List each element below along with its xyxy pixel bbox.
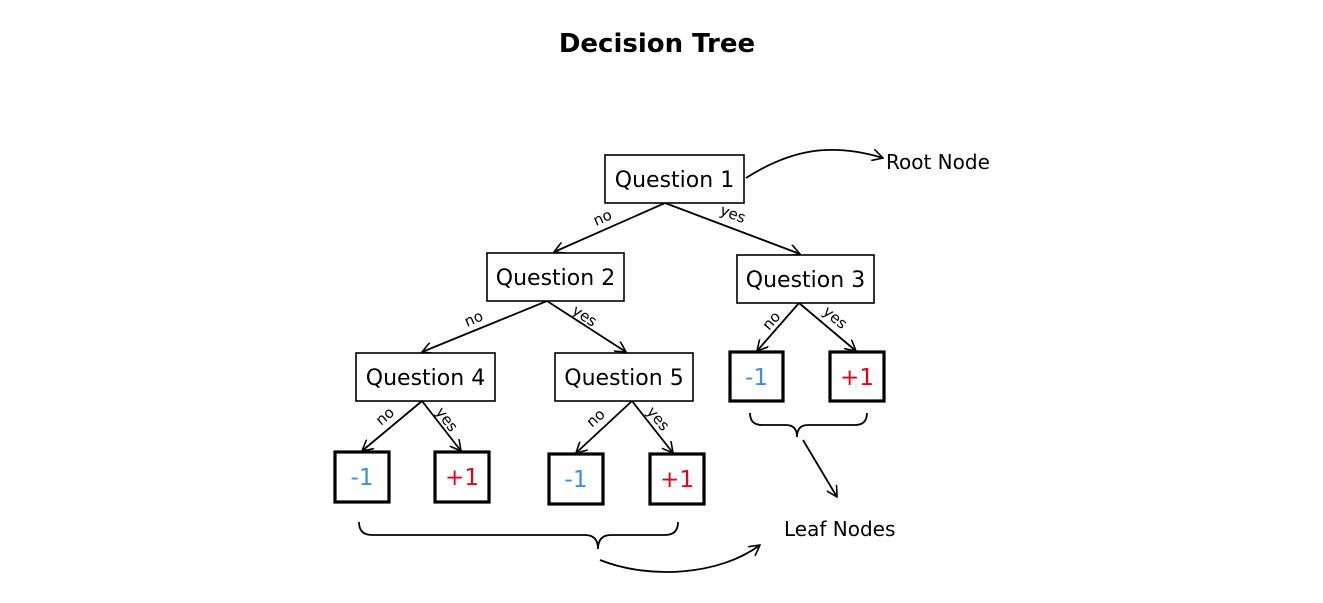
- question-node-2: Question 2: [486, 252, 625, 302]
- question-node-4: Question 4: [355, 352, 496, 402]
- leaf-value: +1: [840, 365, 874, 391]
- leaf-value: -1: [745, 365, 768, 391]
- edge-q5-leaf-pos: [631, 400, 673, 453]
- leaf-node-positive: +1: [648, 452, 706, 506]
- edge-q4-leaf-pos: [421, 400, 461, 451]
- edge-label-yes: yes: [643, 403, 674, 435]
- edge-q2-q5: [546, 300, 626, 352]
- leaf-nodes-label: Leaf Nodes: [784, 517, 895, 541]
- leaf-node-negative: -1: [728, 350, 785, 403]
- edge-label-yes: yes: [718, 201, 749, 227]
- edge-q1-q2: [554, 202, 666, 252]
- root-annotation-arrow: [745, 149, 883, 179]
- question-node-label: Question 1: [615, 168, 734, 193]
- edge-q1-q3: [664, 202, 800, 254]
- leaf-node-negative: -1: [547, 452, 605, 506]
- edge-q4-leaf-neg: [362, 400, 423, 451]
- question-node-label: Question 2: [496, 266, 615, 291]
- question-node-label: Question 3: [746, 268, 865, 293]
- edge-label-no: no: [462, 307, 486, 331]
- edge-label-no: no: [758, 308, 784, 334]
- leaf-node-positive: +1: [433, 450, 491, 504]
- question-node-label: Question 5: [564, 366, 683, 391]
- edge-q3-leaf-neg: [757, 302, 800, 351]
- brace-small: [749, 412, 868, 438]
- edge-q3-leaf-pos: [798, 302, 856, 351]
- root-node-label: Root Node: [886, 150, 990, 174]
- question-node-label: Question 4: [366, 366, 485, 391]
- leaf-annotation-arrow: [599, 545, 760, 573]
- diagram-title: Decision Tree: [559, 29, 755, 59]
- leaf-node-positive: +1: [828, 350, 886, 403]
- edge-label-yes: yes: [819, 302, 851, 333]
- question-node-3: Question 3: [736, 254, 875, 304]
- leaf-value: +1: [660, 467, 694, 493]
- question-node-5: Question 5: [554, 352, 694, 402]
- leaf-value: -1: [351, 465, 374, 491]
- leaf-value: -1: [565, 467, 588, 493]
- question-node-1: Question 1: [604, 154, 745, 204]
- brace-large: [358, 521, 679, 550]
- edge-label-yes: yes: [432, 404, 462, 436]
- leaf-node-negative: -1: [333, 450, 391, 504]
- edge-q2-q4: [422, 300, 548, 352]
- tree-edges: [362, 202, 856, 453]
- leaf-annotation-arrow: [802, 439, 837, 497]
- leaf-value: +1: [445, 465, 479, 491]
- edge-label-yes: yes: [569, 301, 601, 330]
- edge-q5-leaf-neg: [576, 400, 633, 453]
